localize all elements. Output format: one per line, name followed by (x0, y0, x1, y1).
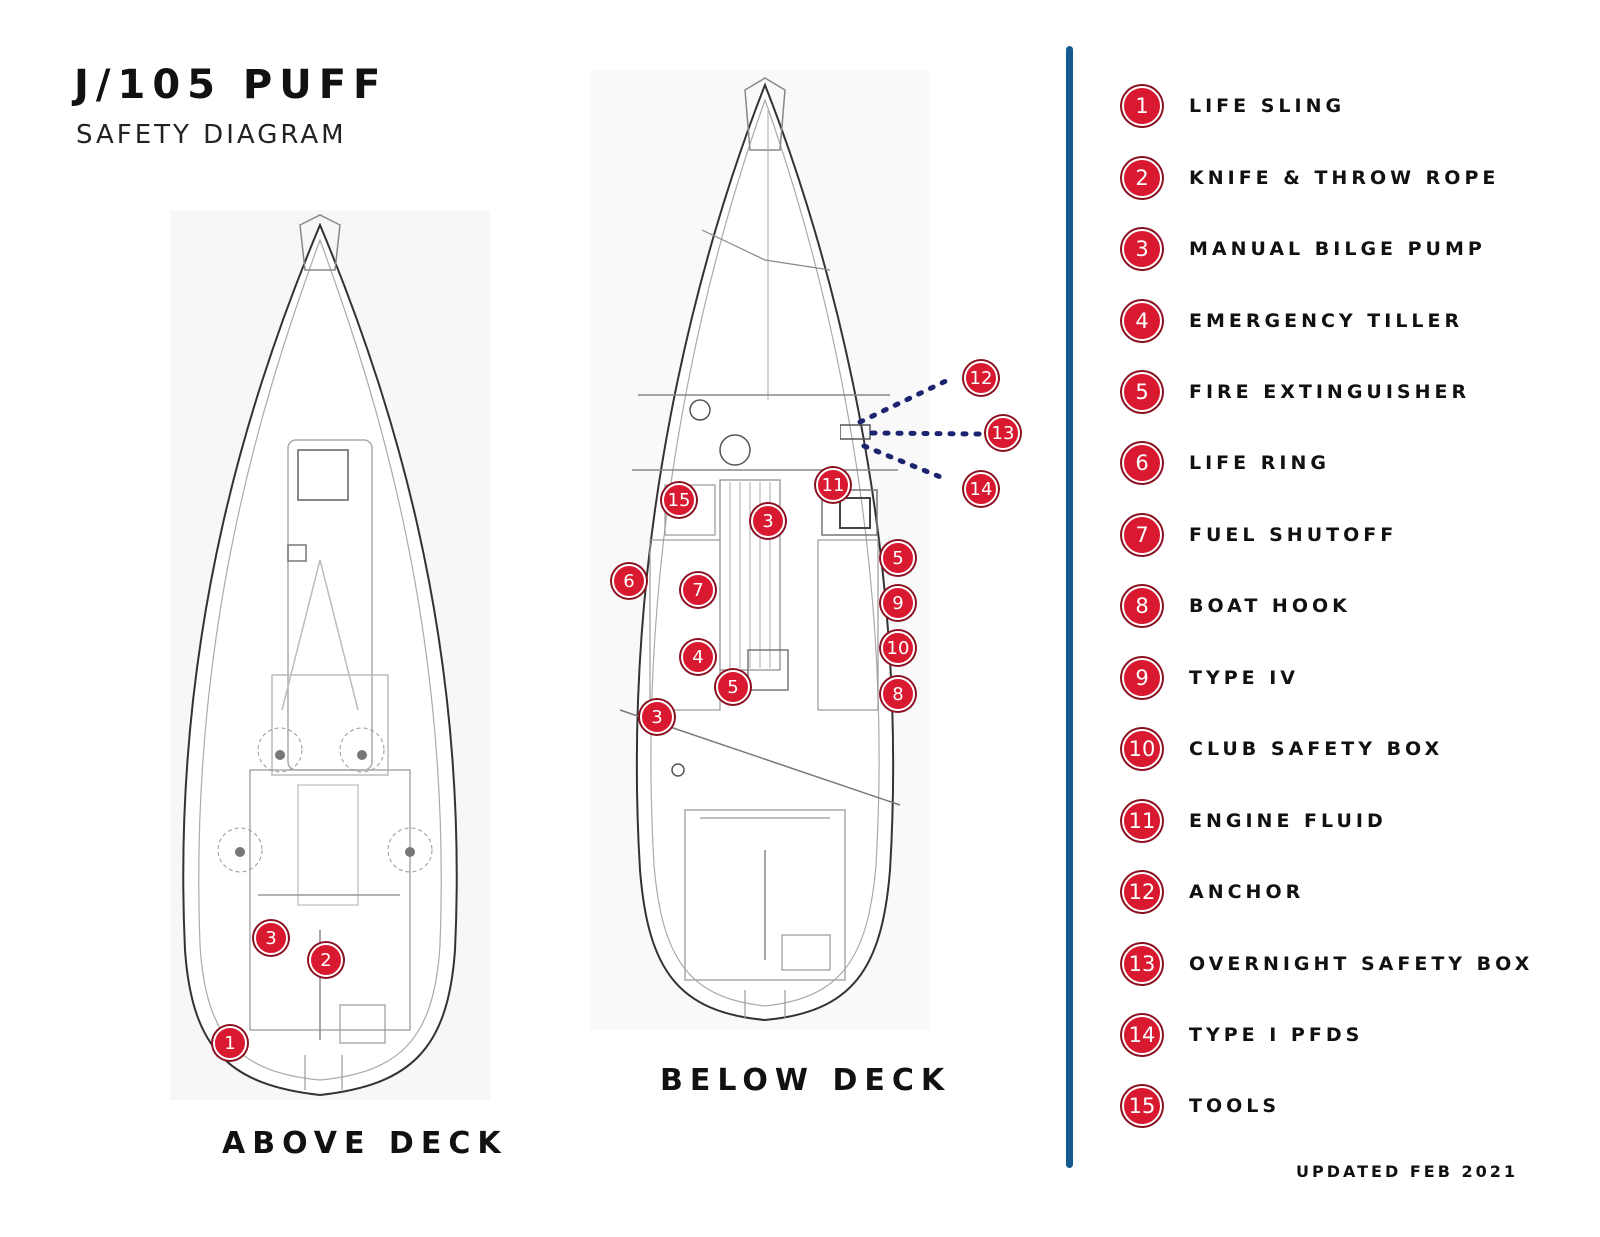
marker-bilge-pump: 3 (751, 504, 785, 538)
legend-number: 4 (1122, 301, 1162, 341)
legend-label: LIFE RING (1189, 452, 1330, 474)
legend-item-life-ring: 6 LIFE RING (1120, 439, 1330, 487)
legend-item-manual-bilge-pump: 3 MANUAL BILGE PUMP (1120, 225, 1486, 273)
legend-label: LIFE SLING (1189, 95, 1346, 117)
legend-item-anchor: 12 ANCHOR (1120, 868, 1304, 916)
legend-label: FUEL SHUTOFF (1189, 524, 1398, 546)
marker-fire-extinguisher: 5 (716, 670, 750, 704)
legend-item-type-iv: 9 TYPE IV (1120, 654, 1299, 702)
marker-knife-throw-rope: 2 (309, 943, 343, 977)
legend-number: 6 (1122, 443, 1162, 483)
legend-number: 7 (1122, 515, 1162, 555)
marker-bilge-pump: 3 (640, 700, 674, 734)
legend-number: 8 (1122, 586, 1162, 626)
legend-label: BOAT HOOK (1189, 595, 1351, 617)
legend-label: TYPE I PFDS (1189, 1024, 1364, 1046)
legend-item-fuel-shutoff: 7 FUEL SHUTOFF (1120, 511, 1397, 559)
legend-label: TOOLS (1189, 1095, 1281, 1117)
marker-emergency-tiller: 4 (681, 640, 715, 674)
legend-label: KNIFE & THROW ROPE (1189, 167, 1500, 189)
legend-label: ENGINE FLUID (1189, 810, 1387, 832)
marker-anchor: 12 (964, 361, 998, 395)
legend-number: 12 (1122, 872, 1162, 912)
legend-label: EMERGENCY TILLER (1189, 310, 1464, 332)
legend-number: 11 (1122, 801, 1162, 841)
locker-leader-lines (840, 377, 983, 483)
marker-club-safety-box: 10 (881, 631, 915, 665)
marker-fuel-shutoff: 7 (681, 573, 715, 607)
legend-label: OVERNIGHT SAFETY BOX (1189, 953, 1534, 975)
below-deck-label: BELOW DECK (660, 1063, 952, 1098)
below-deck-hull-drawing (590, 70, 930, 1030)
legend-number: 2 (1122, 158, 1162, 198)
legend-number: 1 (1122, 86, 1162, 126)
legend-item-overnight-safety-box: 13 OVERNIGHT SAFETY BOX (1120, 940, 1533, 988)
legend-number: 15 (1122, 1086, 1162, 1126)
legend-item-life-sling: 1 LIFE SLING (1120, 82, 1345, 130)
legend-item-fire-extinguisher: 5 FIRE EXTINGUISHER (1120, 368, 1470, 416)
legend-item-club-safety-box: 10 CLUB SAFETY BOX (1120, 725, 1443, 773)
marker-type-i-pfds: 14 (964, 472, 998, 506)
marker-bilge-pump: 3 (254, 921, 288, 955)
divider (1066, 46, 1073, 1168)
legend-label: MANUAL BILGE PUMP (1189, 238, 1486, 260)
above-deck-hull-drawing (170, 210, 490, 1100)
legend-item-tools: 15 TOOLS (1120, 1082, 1280, 1130)
legend-number: 10 (1122, 729, 1162, 769)
legend-item-boat-hook: 8 BOAT HOOK (1120, 582, 1351, 630)
legend-number: 14 (1122, 1015, 1162, 1055)
legend-item-type-i-pfds: 14 TYPE I PFDS (1120, 1011, 1363, 1059)
legend-label: TYPE IV (1189, 667, 1300, 689)
legend-item-engine-fluid: 11 ENGINE FLUID (1120, 797, 1387, 845)
legend-number: 5 (1122, 372, 1162, 412)
marker-type-iv: 9 (881, 586, 915, 620)
legend-item-knife-throw-rope: 2 KNIFE & THROW ROPE (1120, 154, 1499, 202)
marker-boat-hook: 8 (881, 677, 915, 711)
legend-number: 9 (1122, 658, 1162, 698)
legend-item-emergency-tiller: 4 EMERGENCY TILLER (1120, 297, 1463, 345)
legend-label: ANCHOR (1189, 881, 1305, 903)
marker-engine-fluid: 11 (816, 468, 850, 502)
legend-label: FIRE EXTINGUISHER (1189, 381, 1471, 403)
marker-tools: 15 (662, 483, 696, 517)
page-subtitle: SAFETY DIAGRAM (76, 120, 347, 150)
legend-label: CLUB SAFETY BOX (1189, 738, 1444, 760)
marker-life-sling: 1 (213, 1026, 247, 1060)
marker-fire-extinguisher: 5 (881, 541, 915, 575)
updated-date: UPDATED FEB 2021 (1296, 1162, 1518, 1181)
marker-overnight-safety-box: 13 (986, 416, 1020, 450)
legend-number: 13 (1122, 944, 1162, 984)
marker-life-ring: 6 (612, 564, 646, 598)
above-deck-label: ABOVE DECK (222, 1126, 508, 1161)
page-title: J/105 PUFF (74, 62, 388, 108)
legend-number: 3 (1122, 229, 1162, 269)
